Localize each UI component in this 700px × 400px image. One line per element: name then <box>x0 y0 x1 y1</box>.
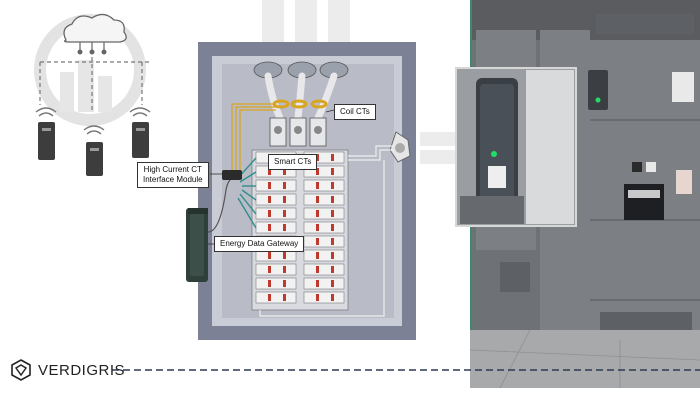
wall-mounted-gateway <box>588 70 608 110</box>
control-panel-display <box>624 72 694 220</box>
wireless-signal-icon <box>35 107 151 135</box>
electrical-panel <box>198 42 416 340</box>
smart-cts-label: Smart CTs <box>268 154 318 170</box>
cloud-icon <box>63 13 127 55</box>
brand-logo: VERDIGRIS <box>10 359 125 381</box>
cloud-network-illustration <box>34 13 151 176</box>
main-lug <box>253 61 349 79</box>
hcct-label-line2: Interface Module <box>143 175 203 184</box>
energy-data-gateway-label: Energy Data Gateway <box>214 236 305 252</box>
breaker-rows <box>251 149 349 311</box>
sensor-device-icon <box>38 122 149 176</box>
inset-photo-gateway-closeup <box>455 67 577 227</box>
hcct-interface-module-label: High Current CT Interface Module <box>137 162 209 188</box>
hcct-interface-module <box>222 170 242 180</box>
hcct-label-line1: High Current CT <box>143 165 202 174</box>
energy-data-gateway-device <box>186 208 208 282</box>
brand-name: VERDIGRIS <box>38 361 126 379</box>
coil-cts-label: Coil CTs <box>334 104 376 120</box>
conduit-knockout <box>389 131 411 163</box>
verdigris-logo-icon <box>11 359 31 381</box>
